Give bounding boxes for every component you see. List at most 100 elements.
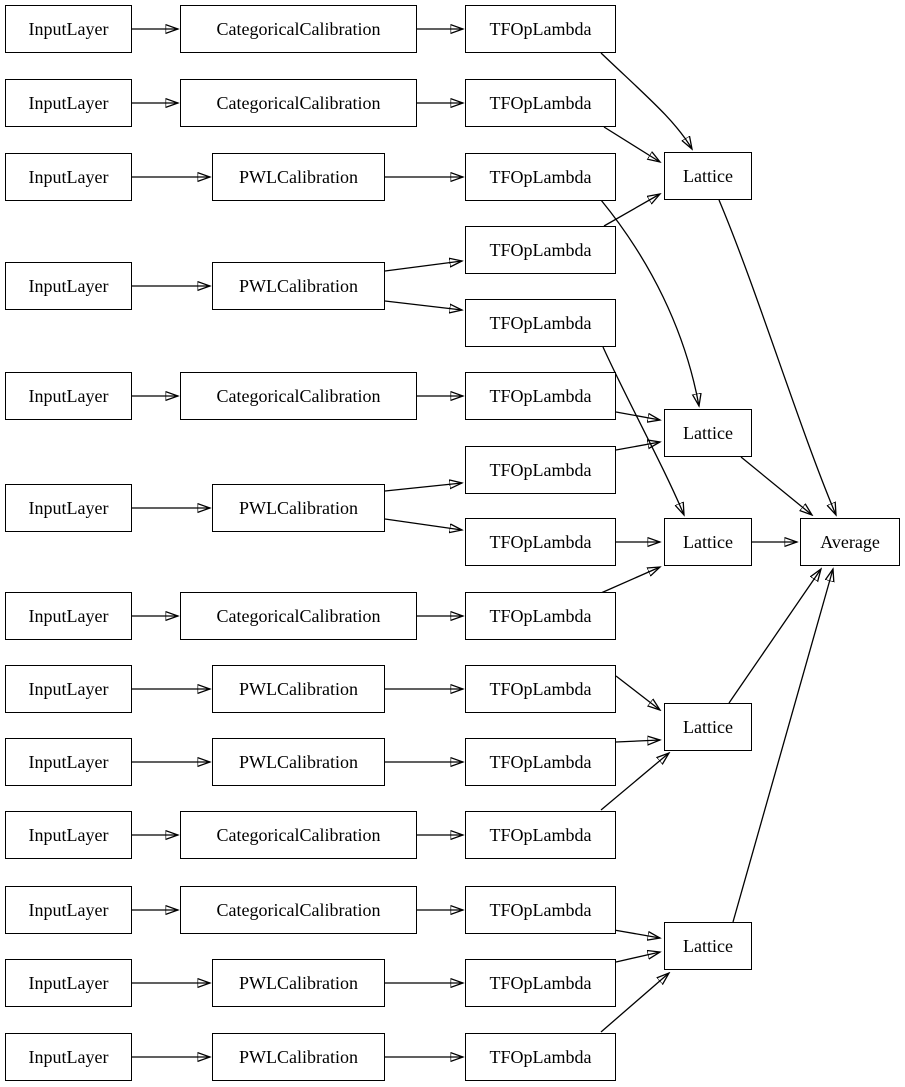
edge-lat5-avg — [732, 569, 833, 923]
edge-pw2-tf5 — [384, 300, 462, 310]
node-label: CategoricalCalibration — [216, 18, 381, 39]
node-tf13: TFOpLambda — [465, 886, 616, 934]
node-tf11: TFOpLambda — [465, 738, 616, 786]
node-il13: InputLayer — [5, 1033, 132, 1081]
node-il8: InputLayer — [5, 665, 132, 713]
node-label: InputLayer — [28, 275, 109, 296]
node-tf5: TFOpLambda — [465, 299, 616, 347]
node-label: InputLayer — [28, 18, 109, 39]
node-label: TFOpLambda — [489, 459, 592, 480]
node-tf3: TFOpLambda — [465, 153, 616, 201]
node-label: TFOpLambda — [489, 751, 592, 772]
node-label: TFOpLambda — [489, 899, 592, 920]
node-label: InputLayer — [28, 751, 109, 772]
node-label: TFOpLambda — [489, 531, 592, 552]
node-label: InputLayer — [28, 385, 109, 406]
node-lat5: Lattice — [664, 922, 752, 970]
node-label: CategoricalCalibration — [216, 605, 381, 626]
node-il12: InputLayer — [5, 959, 132, 1007]
node-label: PWLCalibration — [239, 497, 358, 518]
edge-tf11-lat4 — [615, 740, 660, 742]
node-lat4: Lattice — [664, 703, 752, 751]
edge-tf6-lat2 — [615, 411, 660, 420]
node-label: Lattice — [683, 531, 733, 552]
edge-tf5-lat3 — [602, 346, 684, 515]
node-label: CategoricalCalibration — [216, 385, 381, 406]
node-label: PWLCalibration — [239, 751, 358, 772]
edge-tf9-lat3 — [600, 567, 660, 594]
node-label: PWLCalibration — [239, 972, 358, 993]
node-cc4: CategoricalCalibration — [180, 592, 417, 640]
node-pw2: PWLCalibration — [212, 262, 385, 310]
node-label: PWLCalibration — [239, 166, 358, 187]
edge-lat2-avg — [740, 456, 812, 515]
edge-group — [132, 29, 836, 1057]
node-label: TFOpLambda — [489, 605, 592, 626]
node-label: InputLayer — [28, 497, 109, 518]
node-cc2: CategoricalCalibration — [180, 79, 417, 127]
node-tf9: TFOpLambda — [465, 592, 616, 640]
node-label: InputLayer — [28, 605, 109, 626]
edge-lat4-avg — [728, 569, 821, 704]
node-il11: InputLayer — [5, 886, 132, 934]
node-label: PWLCalibration — [239, 275, 358, 296]
node-label: TFOpLambda — [489, 312, 592, 333]
edge-tf3-lat2 — [600, 199, 699, 406]
edge-tf2-lat1 — [603, 126, 660, 162]
node-cc1: CategoricalCalibration — [180, 5, 417, 53]
edge-tf1-lat1 — [600, 52, 692, 149]
node-label: InputLayer — [28, 166, 109, 187]
node-label: TFOpLambda — [489, 18, 592, 39]
node-pw5: PWLCalibration — [212, 738, 385, 786]
node-label: TFOpLambda — [489, 92, 592, 113]
node-il3: InputLayer — [5, 153, 132, 201]
edge-tf10-lat4 — [615, 675, 660, 710]
node-label: CategoricalCalibration — [216, 899, 381, 920]
node-lat3: Lattice — [664, 518, 752, 566]
edge-tf12-lat4 — [600, 753, 669, 811]
node-label: PWLCalibration — [239, 678, 358, 699]
node-label: Lattice — [683, 422, 733, 443]
node-pw1: PWLCalibration — [212, 153, 385, 201]
node-cc5: CategoricalCalibration — [180, 811, 417, 859]
node-label: Lattice — [683, 935, 733, 956]
node-label: Average — [820, 531, 880, 552]
edge-tf14-lat5 — [615, 952, 660, 963]
node-tf7: TFOpLambda — [465, 446, 616, 494]
node-tf6: TFOpLambda — [465, 372, 616, 420]
node-tf15: TFOpLambda — [465, 1033, 616, 1081]
node-label: TFOpLambda — [489, 385, 592, 406]
edge-pw3-tf8 — [384, 518, 462, 530]
node-label: InputLayer — [28, 824, 109, 845]
edge-lat1-avg — [718, 199, 836, 515]
node-label: TFOpLambda — [489, 824, 592, 845]
node-tf14: TFOpLambda — [465, 959, 616, 1007]
edge-tf15-lat5 — [600, 973, 669, 1033]
node-tf12: TFOpLambda — [465, 811, 616, 859]
node-il4: InputLayer — [5, 262, 132, 310]
node-cc6: CategoricalCalibration — [180, 886, 417, 934]
edge-tf13-lat5 — [613, 929, 660, 938]
node-il1: InputLayer — [5, 5, 132, 53]
node-pw7: PWLCalibration — [212, 1033, 385, 1081]
node-label: TFOpLambda — [489, 972, 592, 993]
node-label: PWLCalibration — [239, 1046, 358, 1067]
node-il9: InputLayer — [5, 738, 132, 786]
node-tf4: TFOpLambda — [465, 226, 616, 274]
node-label: InputLayer — [28, 678, 109, 699]
node-pw6: PWLCalibration — [212, 959, 385, 1007]
edge-pw2-tf4 — [384, 261, 462, 272]
node-pw3: PWLCalibration — [212, 484, 385, 532]
node-tf2: TFOpLambda — [465, 79, 616, 127]
node-pw4: PWLCalibration — [212, 665, 385, 713]
node-il6: InputLayer — [5, 484, 132, 532]
edge-tf4-lat1 — [603, 194, 660, 227]
node-tf8: TFOpLambda — [465, 518, 616, 566]
node-label: Lattice — [683, 716, 733, 737]
node-avg: Average — [800, 518, 900, 566]
node-label: Lattice — [683, 165, 733, 186]
edge-tf7-lat2 — [615, 442, 660, 451]
node-lat2: Lattice — [664, 409, 752, 457]
